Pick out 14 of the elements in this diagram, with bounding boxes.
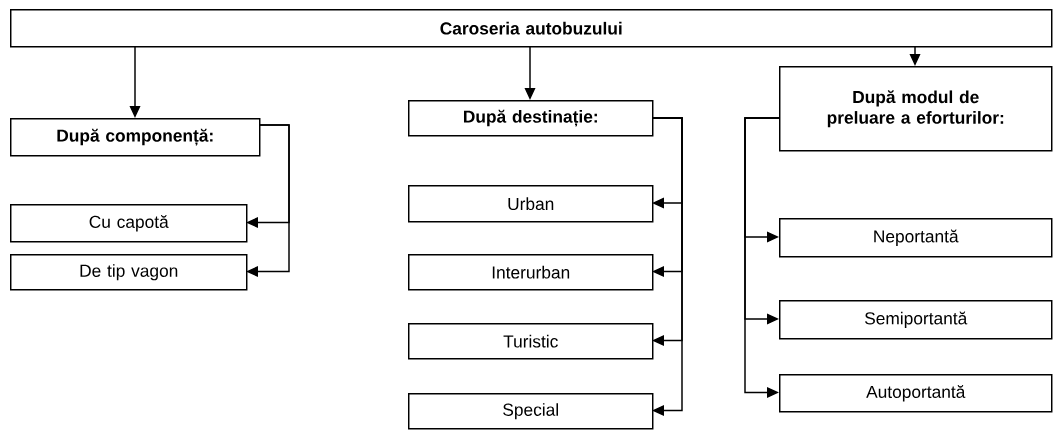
item-box: Urban xyxy=(408,185,654,223)
item-box: Special xyxy=(408,393,654,430)
item-box: Turistic xyxy=(408,323,654,360)
arrow xyxy=(651,117,683,417)
item-box: Interurban xyxy=(408,254,654,291)
category-box: După modul de preluare a eforturilor: xyxy=(779,66,1053,152)
category-box: După componență: xyxy=(10,118,261,157)
item-box: Semiportantă xyxy=(779,300,1053,340)
item-box: De tip vagon xyxy=(10,254,248,291)
item-box: Cu capotă xyxy=(10,204,248,243)
item-box: Autoportantă xyxy=(779,374,1053,413)
header-box: Caroseria autobuzului xyxy=(10,9,1053,48)
category-box: După destinație: xyxy=(408,100,654,137)
item-box: Neportantă xyxy=(779,218,1053,258)
